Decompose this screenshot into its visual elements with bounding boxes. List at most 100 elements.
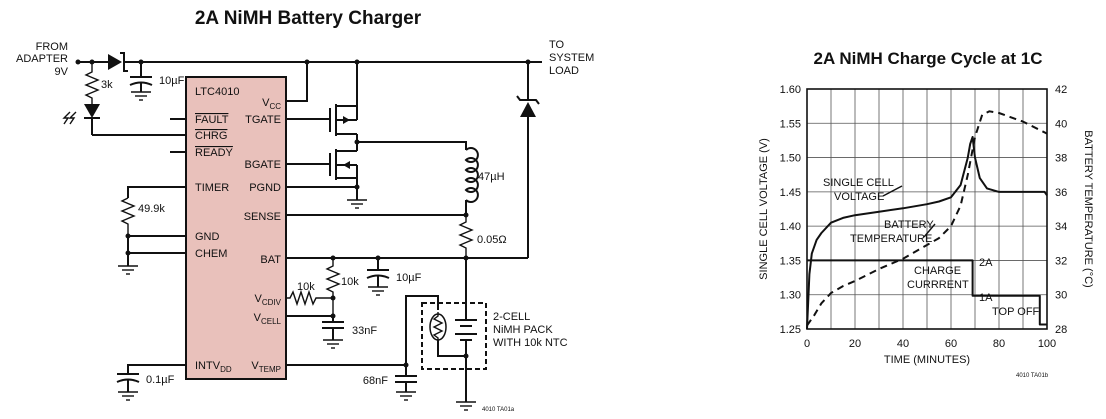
pin-chrg: CHRG xyxy=(195,130,227,142)
output-label-line3: LOAD xyxy=(549,65,579,77)
x-axis-label: TIME (MINUTES) xyxy=(884,354,970,366)
l-47-label: 47µH xyxy=(478,171,505,183)
led-icon xyxy=(84,104,100,118)
input-rail xyxy=(75,52,542,72)
chart-figure-code: 4010 TA01b xyxy=(1016,373,1049,379)
pin-tgate: TGATE xyxy=(245,114,281,126)
annotation-top-off: TOP OFF xyxy=(992,306,1040,318)
x-tick-label: 0 xyxy=(804,338,810,350)
pin-vcdiv: VCDIV xyxy=(255,293,282,307)
schematic-figure-code: 4010 TA01a xyxy=(482,407,515,413)
pack-label-line3: WITH 10k NTC xyxy=(493,337,568,349)
pin-chem: CHEM xyxy=(195,248,227,260)
pin-sense: SENSE xyxy=(244,211,281,223)
x-tick-label: 20 xyxy=(849,338,861,350)
pack-label-line1: 2-CELL xyxy=(493,311,530,323)
c-01u-label: 0.1µF xyxy=(146,374,175,386)
c-68n-label: 68nF xyxy=(363,375,388,387)
pack-label-line2: NiMH PACK xyxy=(493,324,553,336)
y2-tick-labels: 28 30 32 34 36 38 40 42 xyxy=(1055,84,1067,336)
led-indicator: 3k xyxy=(62,62,186,153)
y-axis-label: SINGLE CELL VOLTAGE (V) xyxy=(758,138,770,280)
output-label-line1: TO xyxy=(549,39,565,51)
annotation-current-1: CHARGE xyxy=(914,265,961,277)
timer-network: 49.9k xyxy=(118,186,186,275)
y2-tick-label: 28 xyxy=(1055,324,1067,336)
chart-title: 2A NiMH Charge Cycle at 1C xyxy=(814,49,1043,68)
pin-vtemp: VTEMP xyxy=(251,360,281,374)
annotation-voltage-2: VOLTAGE xyxy=(834,191,884,203)
annotation-1a: 1A xyxy=(979,292,993,304)
y2-tick-label: 30 xyxy=(1055,290,1067,302)
r-3k-label: 3k xyxy=(101,79,113,91)
y-tick-label: 1.25 xyxy=(780,324,801,336)
chart-annotations: SINGLE CELL VOLTAGE BATTERY TEMPERATURE … xyxy=(823,177,1040,318)
annotation-voltage-1: SINGLE CELL xyxy=(823,177,894,189)
y-tick-labels: 1.25 1.30 1.35 1.40 1.45 1.50 1.55 1.60 xyxy=(780,84,801,336)
r-sense-label: 0.05Ω xyxy=(477,234,507,246)
pin-pgnd: PGND xyxy=(249,182,281,194)
output-diode-icon xyxy=(520,102,536,117)
x-tick-labels: 0 20 40 60 80 100 xyxy=(804,338,1056,350)
r-10k-b-label: 10k xyxy=(297,281,315,293)
series-charge-current xyxy=(807,259,1047,326)
y-tick-label: 1.55 xyxy=(780,118,801,130)
annotation-temp-2: TEMPERATURE xyxy=(850,233,932,245)
pin-bat: BAT xyxy=(260,254,281,266)
pin-vcc: VCC xyxy=(262,97,281,111)
c-bat-label: 10µF xyxy=(396,272,422,284)
pin-intvdd: INTVDD xyxy=(195,360,232,374)
ltc4010-ic: LTC4010 FAULT CHRG READY TIMER GND CHEM … xyxy=(185,76,287,380)
mosfet-pair xyxy=(286,62,467,209)
y2-tick-label: 40 xyxy=(1055,118,1067,130)
annotation-temp-1: BATTERY xyxy=(884,219,934,231)
battery-pack: 2-CELL NiMH PACK WITH 10k NTC xyxy=(421,258,568,411)
y-tick-label: 1.45 xyxy=(780,187,801,199)
output-label-line2: SYSTEM xyxy=(549,52,594,64)
input-label-line3: 9V xyxy=(55,66,69,78)
x-tick-label: 80 xyxy=(993,338,1005,350)
inductor-sense: 47µH 0.05Ω xyxy=(286,147,507,258)
schematic-title: 2A NiMH Battery Charger xyxy=(195,8,422,29)
series-battery-temperature xyxy=(806,110,1048,327)
y-tick-label: 1.40 xyxy=(780,221,801,233)
pin-vcell: VCELL xyxy=(254,312,282,326)
x-tick-label: 60 xyxy=(945,338,957,350)
input-label-line2: ADAPTER xyxy=(16,53,68,65)
y-tick-label: 1.30 xyxy=(780,290,801,302)
pin-fault: FAULT xyxy=(195,114,229,126)
y-tick-label: 1.35 xyxy=(780,255,801,267)
pin-ready: READY xyxy=(195,147,234,159)
chart-grid xyxy=(807,89,1047,329)
series-lines xyxy=(806,110,1048,330)
pin-gnd: GND xyxy=(195,231,220,243)
y2-tick-label: 42 xyxy=(1055,84,1067,96)
y2-tick-label: 36 xyxy=(1055,187,1067,199)
pin-timer: TIMER xyxy=(195,182,229,194)
c-in-label: 10µF xyxy=(159,75,185,87)
y-tick-label: 1.60 xyxy=(780,84,801,96)
c-33n-label: 33nF xyxy=(352,325,377,337)
series-single-cell-voltage xyxy=(806,136,1048,330)
y2-tick-label: 32 xyxy=(1055,255,1067,267)
y2-tick-label: 38 xyxy=(1055,153,1067,165)
y2-axis-label: BATTERY TEMPERATURE (°C) xyxy=(1082,130,1094,287)
input-label-line1: FROM xyxy=(36,41,68,53)
x-tick-label: 40 xyxy=(897,338,909,350)
annotation-2a: 2A xyxy=(979,257,993,269)
y2-tick-label: 34 xyxy=(1055,221,1067,233)
y-tick-label: 1.50 xyxy=(780,153,801,165)
bat-node: 10µF 10k 10k 33nF xyxy=(286,255,469,349)
x-tick-label: 100 xyxy=(1038,338,1056,350)
charger-schematic: 2A NiMH Battery Charger FROM ADAPTER 9V … xyxy=(16,8,594,413)
intvdd-capacitor: 0.1µF xyxy=(116,364,186,401)
input-diode-icon xyxy=(108,54,122,70)
vtemp-network: 68nF xyxy=(286,295,439,401)
input-capacitor: 10µF xyxy=(129,62,185,101)
r-timer-label: 49.9k xyxy=(138,203,165,215)
plot-frame xyxy=(806,88,1048,330)
annotation-current-2: CURRRENT xyxy=(907,279,969,291)
pin-bgate: BGATE xyxy=(245,159,281,171)
r-10k-a-label: 10k xyxy=(341,276,359,288)
